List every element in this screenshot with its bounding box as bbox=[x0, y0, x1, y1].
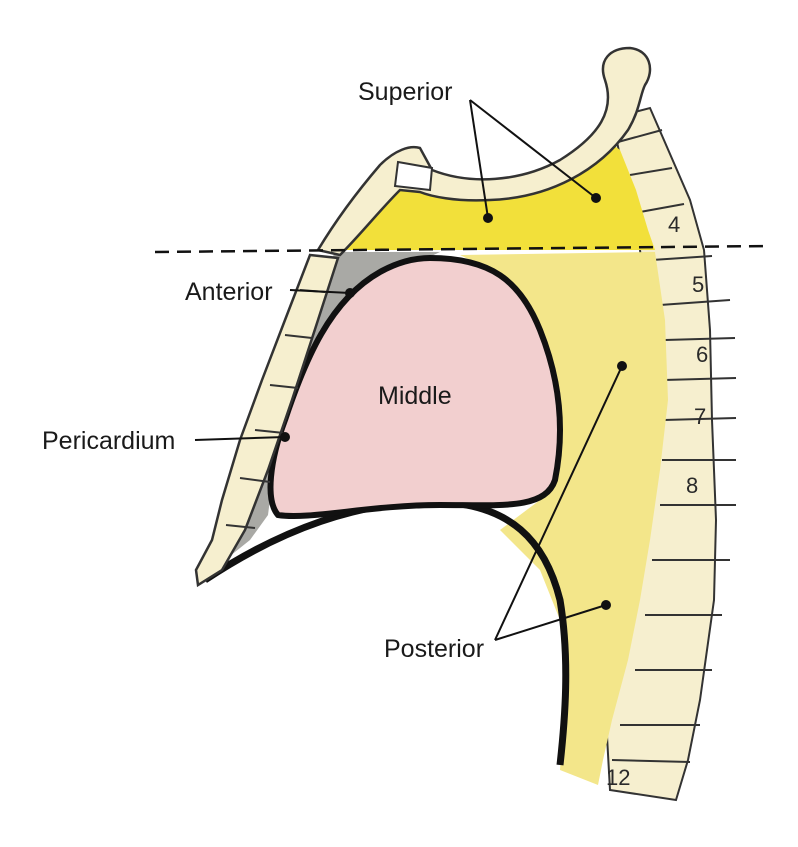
superior-dot-2 bbox=[591, 193, 601, 203]
leader-lines bbox=[194, 99, 623, 641]
posterior-label: Posterior bbox=[384, 635, 484, 663]
posterior-region bbox=[460, 252, 668, 785]
diaphragm-outline bbox=[203, 498, 570, 766]
vertebra-number-8: 8 bbox=[686, 473, 698, 498]
vertebra-number-6: 6 bbox=[696, 342, 708, 367]
pericardium-leader bbox=[194, 436, 286, 441]
anterior-region bbox=[210, 252, 440, 575]
posterior-dot-1 bbox=[617, 361, 627, 371]
anterior-dot bbox=[345, 288, 355, 298]
vertebra-number-5: 5 bbox=[692, 272, 704, 297]
vertebra-number-12: 12 bbox=[606, 765, 630, 790]
posterior-leader-2 bbox=[494, 604, 607, 641]
vertebra-number-4: 4 bbox=[668, 212, 680, 237]
middle-label: Middle bbox=[378, 382, 452, 410]
sternum bbox=[194, 253, 340, 588]
pericardium-label: Pericardium bbox=[42, 427, 175, 455]
superior-leader-2 bbox=[469, 99, 597, 199]
posterior-leader-1 bbox=[494, 365, 623, 641]
posterior-dot-2 bbox=[601, 600, 611, 610]
superior-label: Superior bbox=[358, 78, 453, 106]
anterior-leader bbox=[289, 289, 351, 294]
costal-cartilage bbox=[393, 160, 434, 192]
superior-leader-1 bbox=[469, 99, 489, 219]
pericardium-dot bbox=[280, 432, 290, 442]
anterior-label: Anterior bbox=[185, 278, 273, 306]
rib-arc bbox=[316, 46, 652, 257]
pointer-dots bbox=[280, 193, 627, 610]
first-rib bbox=[316, 46, 652, 257]
middle-region bbox=[267, 254, 563, 520]
sternal-angle-plane bbox=[154, 244, 771, 254]
superior-dot-1 bbox=[483, 213, 493, 223]
vertebra-number-7: 7 bbox=[694, 404, 706, 429]
intervertebral-lines bbox=[611, 129, 737, 763]
